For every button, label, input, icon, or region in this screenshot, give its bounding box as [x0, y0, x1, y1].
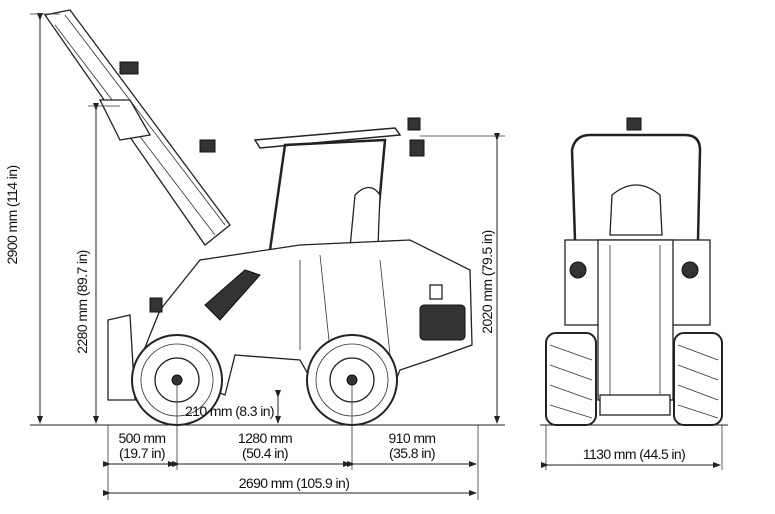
- loader-front-view: [545, 117, 723, 426]
- height-max-label: 2900 mm (114 in): [4, 165, 20, 264]
- wheelbase-mm-label: 1280 mm: [238, 430, 292, 446]
- rear-overhang-in-label: (35.8 in): [389, 445, 435, 461]
- front-view-left-tire: [545, 332, 597, 426]
- front-overhang-mm-label: 500 mm: [119, 430, 166, 446]
- width-label: 1130 mm (44.5 in): [583, 446, 685, 462]
- loader-side-view: [43, 9, 473, 426]
- overall-length-label: 2690 mm (105.9 in): [239, 475, 350, 491]
- hinge-height-label: 2280 mm (89.7 in): [74, 250, 90, 353]
- front-overhang-in-label: (19.7 in): [119, 445, 165, 461]
- rear-overhang-mm-label: 910 mm: [389, 430, 436, 446]
- front-view-right-tire: [673, 332, 723, 426]
- overall-height-label: 2020 mm (79.5 in): [479, 230, 495, 333]
- ground-clearance-label: 210 mm (8.3 in): [185, 403, 274, 419]
- wheelbase-in-label: (50.4 in): [242, 445, 288, 461]
